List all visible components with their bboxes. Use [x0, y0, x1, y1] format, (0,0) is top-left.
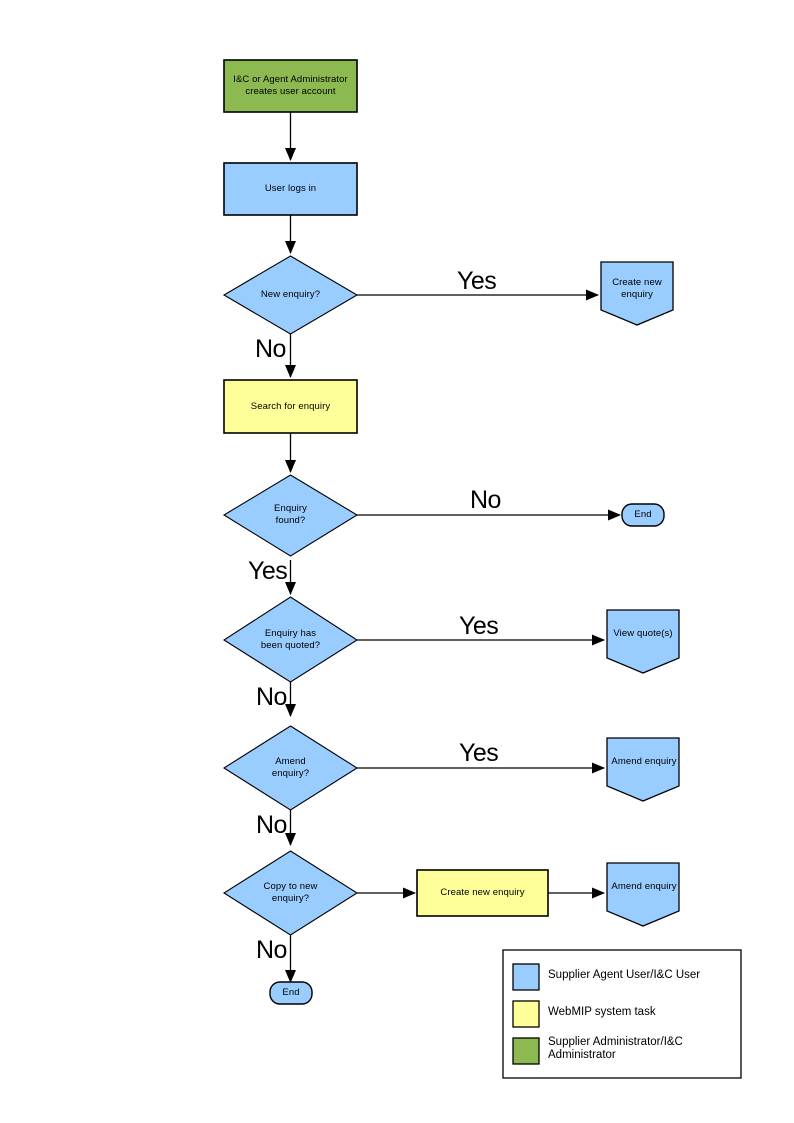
node-enquiry-quoted-decision[interactable]: [222, 596, 359, 683]
edge-label-new-enquiry-no: No: [255, 335, 286, 363]
node-search-for-enquiry[interactable]: [223, 379, 358, 434]
legend-swatch-admin: [512, 1037, 540, 1065]
legend-box: [502, 949, 742, 1079]
edge-label-new-enquiry-yes: Yes: [457, 267, 497, 295]
node-admin-creates-account[interactable]: [223, 59, 358, 113]
node-create-new-enquiry-2[interactable]: [416, 869, 549, 917]
legend-swatch-user: [512, 963, 540, 991]
legend-label-admin: Supplier Administrator/I&C Administrator: [548, 1036, 683, 1061]
node-user-logs-in[interactable]: [223, 162, 358, 216]
node-end-2[interactable]: [269, 981, 313, 1005]
edge-label-amend-enquiry-no: No: [256, 811, 287, 839]
node-amend-enquiry-1[interactable]: [606, 737, 680, 802]
node-enquiry-found-decision[interactable]: [222, 474, 359, 557]
legend-label-system: WebMIP system task: [548, 1006, 656, 1018]
legend-label-user: Supplier Agent User/I&C User: [548, 969, 701, 981]
edge-label-enquiry-found-no: No: [470, 486, 501, 514]
node-end-1[interactable]: [621, 503, 665, 527]
node-amend-enquiry-2[interactable]: [606, 862, 680, 927]
edge-label-amend-enquiry-yes: Yes: [459, 739, 499, 767]
edge-label-enquiry-quoted-no: No: [256, 683, 287, 711]
node-copy-to-new-enquiry-decision[interactable]: [222, 850, 359, 936]
node-amend-enquiry-decision[interactable]: [222, 725, 359, 811]
legend-swatch-system: [512, 1000, 540, 1028]
edge-label-enquiry-quoted-yes: Yes: [459, 612, 499, 640]
node-view-quotes[interactable]: [606, 609, 680, 674]
edge-label-copy-to-new-no: No: [256, 936, 287, 964]
node-new-enquiry-decision[interactable]: [222, 255, 359, 335]
node-create-new-enquiry-1[interactable]: [600, 261, 674, 326]
edge-label-enquiry-found-yes: Yes: [248, 557, 288, 585]
connector-group: [285, 112, 621, 983]
